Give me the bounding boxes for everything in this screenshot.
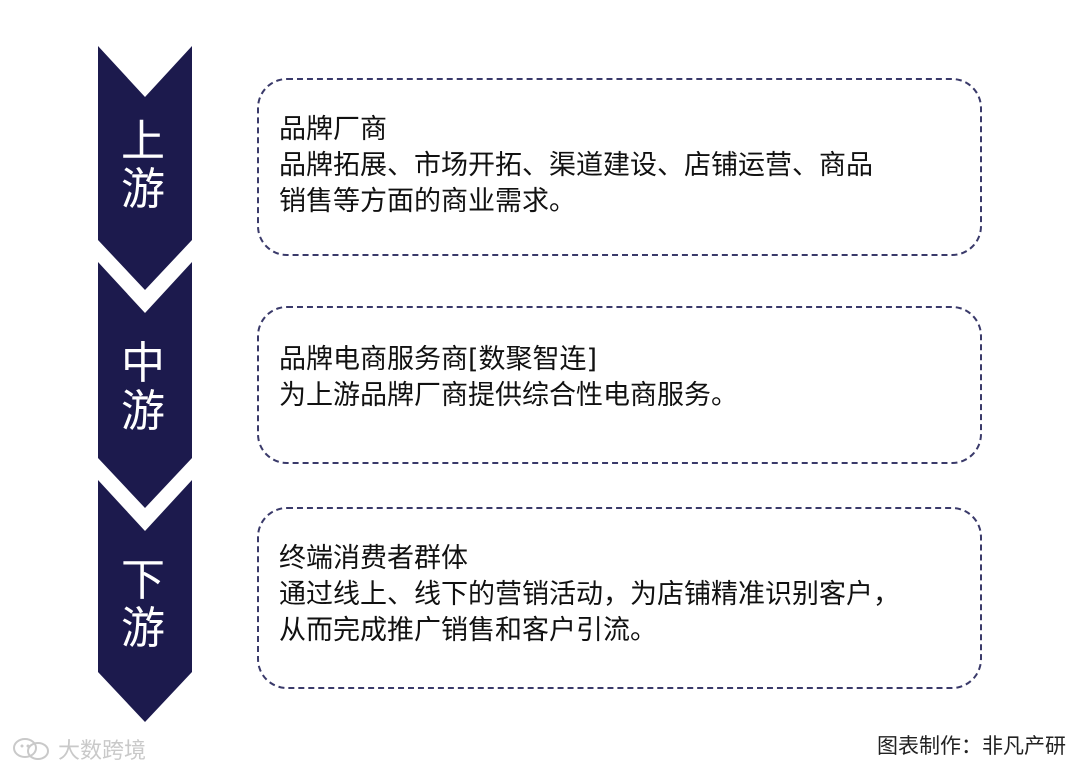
card-description: 销售等方面的商业需求。: [279, 186, 576, 217]
stage-label-downstream: 下 游: [98, 557, 188, 653]
card-description: 从而完成推广销售和客户引流。: [279, 615, 657, 646]
card-upstream: 品牌厂商 品牌拓展、市场开拓、渠道建设、店铺运营、商品 销售等方面的商业需求。: [257, 78, 982, 256]
stage-label-line: 下: [121, 555, 165, 606]
watermark: 大数跨境: [12, 734, 146, 764]
stage-label-line: 中: [121, 338, 165, 389]
card-description: 品牌拓展、市场开拓、渠道建设、店铺运营、商品: [279, 150, 873, 181]
card-downstream: 终端消费者群体 通过线上、线下的营销活动，为店铺精准识别客户， 从而完成推广销售…: [257, 507, 982, 689]
chevron-midstream: [98, 262, 192, 508]
card-description: 为上游品牌厂商提供综合性电商服务。: [279, 380, 738, 411]
card-description: 通过线上、线下的营销活动，为店铺精准识别客户，: [279, 579, 900, 610]
stage-label-line: 游: [121, 386, 165, 437]
stage-label-line: 游: [121, 603, 165, 654]
stage-label-upstream: 上 游: [98, 118, 188, 214]
wechat-logo-icon: [13, 738, 49, 760]
card-title: 品牌厂商: [279, 114, 387, 145]
card-midstream: 品牌电商服务商[数聚智连] 为上游品牌厂商提供综合性电商服务。: [257, 306, 982, 464]
card-title: 终端消费者群体: [279, 543, 468, 574]
stage-label-midstream: 中 游: [98, 340, 188, 436]
chevron-upstream: [98, 46, 192, 290]
chart-credit: 图表制作：非凡产研: [877, 734, 1066, 758]
stage-label-line: 游: [121, 164, 165, 215]
card-title: 品牌电商服务商[数聚智连]: [279, 344, 598, 375]
chevron-downstream: [98, 480, 192, 722]
watermark-text: 大数跨境: [58, 739, 147, 764]
stage-label-line: 上: [121, 116, 165, 167]
